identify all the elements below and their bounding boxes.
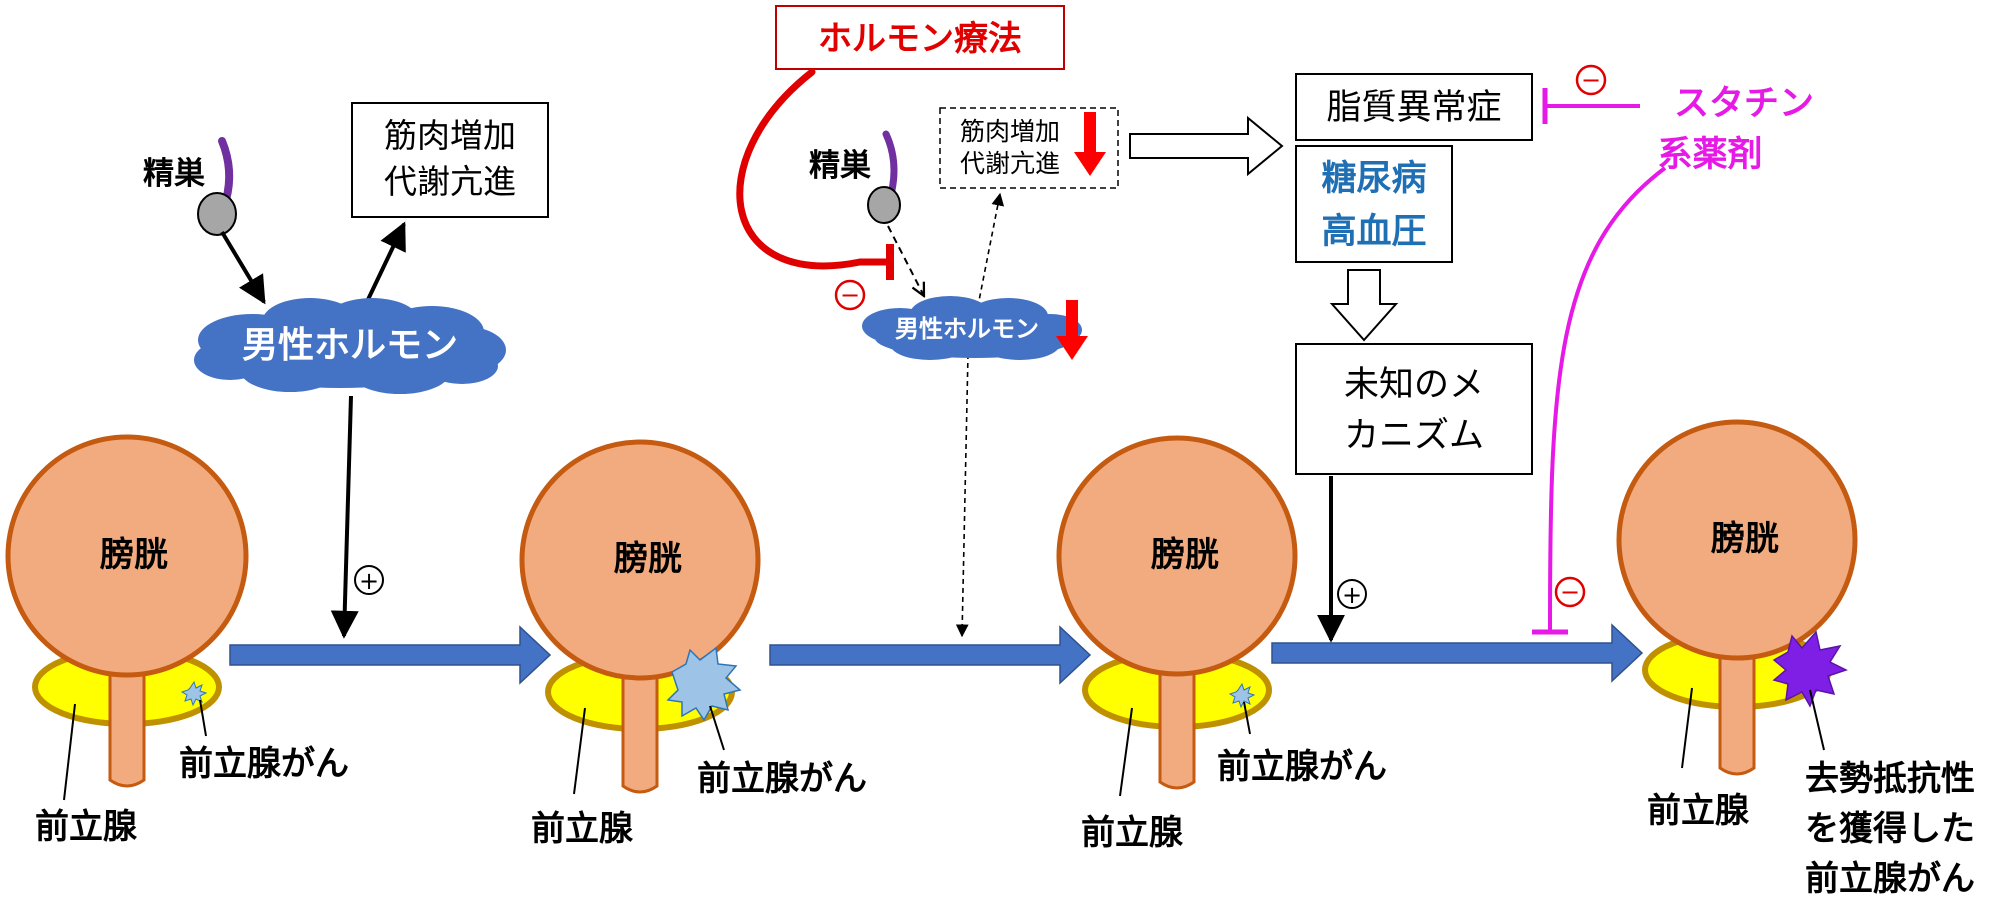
dyslipidemia-box: [1295, 73, 1533, 141]
testis-tube: [218, 137, 234, 204]
tumor-medium-2: [666, 646, 742, 722]
bladder-prostate-4: [1616, 419, 1858, 776]
bladder-1: [5, 434, 249, 678]
testis-ball: [197, 192, 237, 236]
dyslipidemia-label: 脂質異常症: [1326, 88, 1501, 128]
plus-sign-circle-1: [354, 565, 384, 595]
panel-2: ホルモン療法 − 精巣 筋肉増加 代謝亢進 男性ホルモ: [519, 5, 1119, 849]
hypertension-label: 高血圧: [1321, 212, 1426, 252]
cancer-leader-3: [1243, 701, 1251, 735]
hormone-to-flow-arrow: [330, 395, 359, 639]
open-arrow-right: [1129, 115, 1284, 177]
down-arrow-red-1: [1074, 112, 1106, 176]
minus-sign-circle-2: [834, 279, 866, 311]
male-hormone-cloud: [194, 298, 506, 394]
testis-ball-2: [867, 186, 901, 224]
testis-2: [867, 130, 901, 224]
bladder-prostate-2: [519, 439, 761, 794]
minus-sign-2: −: [840, 281, 860, 309]
minus-sign-5: −: [1560, 578, 1580, 606]
hormone-therapy-label: ホルモン療法: [818, 19, 1022, 59]
cancer-leader-2: [709, 705, 725, 751]
prostate-label-3: 前立腺: [1081, 813, 1184, 853]
flow-arrow-3: [1271, 623, 1644, 683]
testis-label: 精巣: [143, 156, 205, 192]
muscle-gain-label-2: 筋肉増加: [960, 117, 1060, 146]
prostate-leader-1: [63, 703, 76, 801]
open-arrow-down: [1329, 269, 1399, 342]
statin-label-2: 系薬剤: [1657, 135, 1762, 175]
hormone-to-muscle-dashed: [975, 192, 1005, 317]
bladder-label-3: 膀胱: [1151, 535, 1219, 575]
prostate-leader-4: [1681, 687, 1693, 769]
plus-sign-circle-3: [1337, 579, 1367, 609]
metabolism-up-label: 代謝亢進: [384, 162, 516, 201]
male-hormone-label: 男性ホルモン: [242, 325, 458, 366]
prostate-leader-3: [1119, 707, 1133, 797]
flow-arrow-2: [769, 625, 1092, 685]
tumor-small-1: [180, 680, 208, 707]
bladder-3: [1056, 435, 1298, 677]
testis-to-hormone-arrow: [220, 230, 266, 305]
down-arrow-red-2: [1056, 300, 1088, 360]
testis-tube-2: [882, 130, 898, 194]
hormone-to-flow-dashed: [955, 353, 969, 638]
muscle-gain-label: 筋肉増加: [384, 116, 516, 155]
prostate-label-4: 前立腺: [1647, 791, 1750, 831]
unknown-mechanism-label-1: 未知のメ: [1344, 365, 1484, 405]
flow-arrow-1: [229, 625, 552, 685]
panel-4: − スタチン 系薬剤 − 膀胱 前立腺 去勢抵抗性 を獲得した 前立腺がん: [1532, 64, 1975, 899]
resistant-label-1: 去勢抵抗性: [1805, 759, 1975, 799]
unknown-mechanism-label-2: カニズム: [1344, 416, 1484, 456]
bladder-2: [519, 439, 761, 681]
bladder-prostate-3: [1056, 435, 1298, 790]
cancer-label-1: 前立腺がん: [179, 744, 349, 784]
diabetes-box: [1295, 145, 1453, 263]
prostate-label-2: 前立腺: [531, 809, 634, 849]
cancer-leader-1: [199, 699, 207, 737]
plus-sign-1: +: [359, 567, 379, 595]
diabetes-label: 糖尿病: [1321, 159, 1426, 199]
testis-1: [197, 137, 237, 236]
muscle-metabolism-box: [351, 102, 549, 218]
resistant-label-2: を獲得した: [1805, 809, 1975, 849]
hormone-therapy-box: [775, 5, 1065, 70]
prostate-leader-2: [573, 707, 586, 795]
plus-sign-3: +: [1342, 581, 1362, 609]
male-hormone-cloud-2: [862, 296, 1082, 360]
hormone-therapy-curve: [736, 68, 894, 270]
resistant-label-3: 前立腺がん: [1805, 859, 1975, 899]
cancer-leader-4: [1809, 689, 1825, 751]
bladder-label-2: 膀胱: [614, 539, 682, 579]
testis-label-2: 精巣: [809, 148, 871, 184]
tumor-resistant-4: [1772, 630, 1848, 708]
metabolism-up-label-2: 代謝亢進: [960, 149, 1060, 178]
bladder-label-4: 膀胱: [1711, 519, 1779, 559]
statin-label-1: スタチン: [1674, 84, 1814, 124]
panel-3: 脂質異常症 糖尿病 高血圧 未知のメ カニズム + 膀胱 前立腺 前立腺がん: [1056, 73, 1644, 853]
hormone-to-muscle-arrow: [362, 221, 406, 309]
panel-1: 精巣 筋肉増加 代謝亢進 男性ホルモン +: [5, 102, 552, 847]
minus-sign-circle-5: [1554, 576, 1586, 608]
bladder-prostate-1: [5, 434, 249, 788]
cancer-label-2: 前立腺がん: [697, 759, 867, 799]
male-hormone-label-2: 男性ホルモン: [895, 315, 1039, 343]
minus-sign-circle-4: [1575, 64, 1607, 96]
prostate-label-1: 前立腺: [35, 807, 138, 847]
minus-sign-4: −: [1581, 66, 1601, 94]
tumor-small-3: [1228, 682, 1256, 709]
statin-to-flow-curve: [1548, 166, 1667, 631]
bladder-4: [1616, 419, 1858, 661]
unknown-mechanism-box: [1295, 343, 1533, 475]
testis-to-hormone-dashed: [887, 225, 924, 296]
bladder-label-1: 膀胱: [100, 535, 168, 575]
cancer-label-3: 前立腺がん: [1217, 747, 1387, 787]
